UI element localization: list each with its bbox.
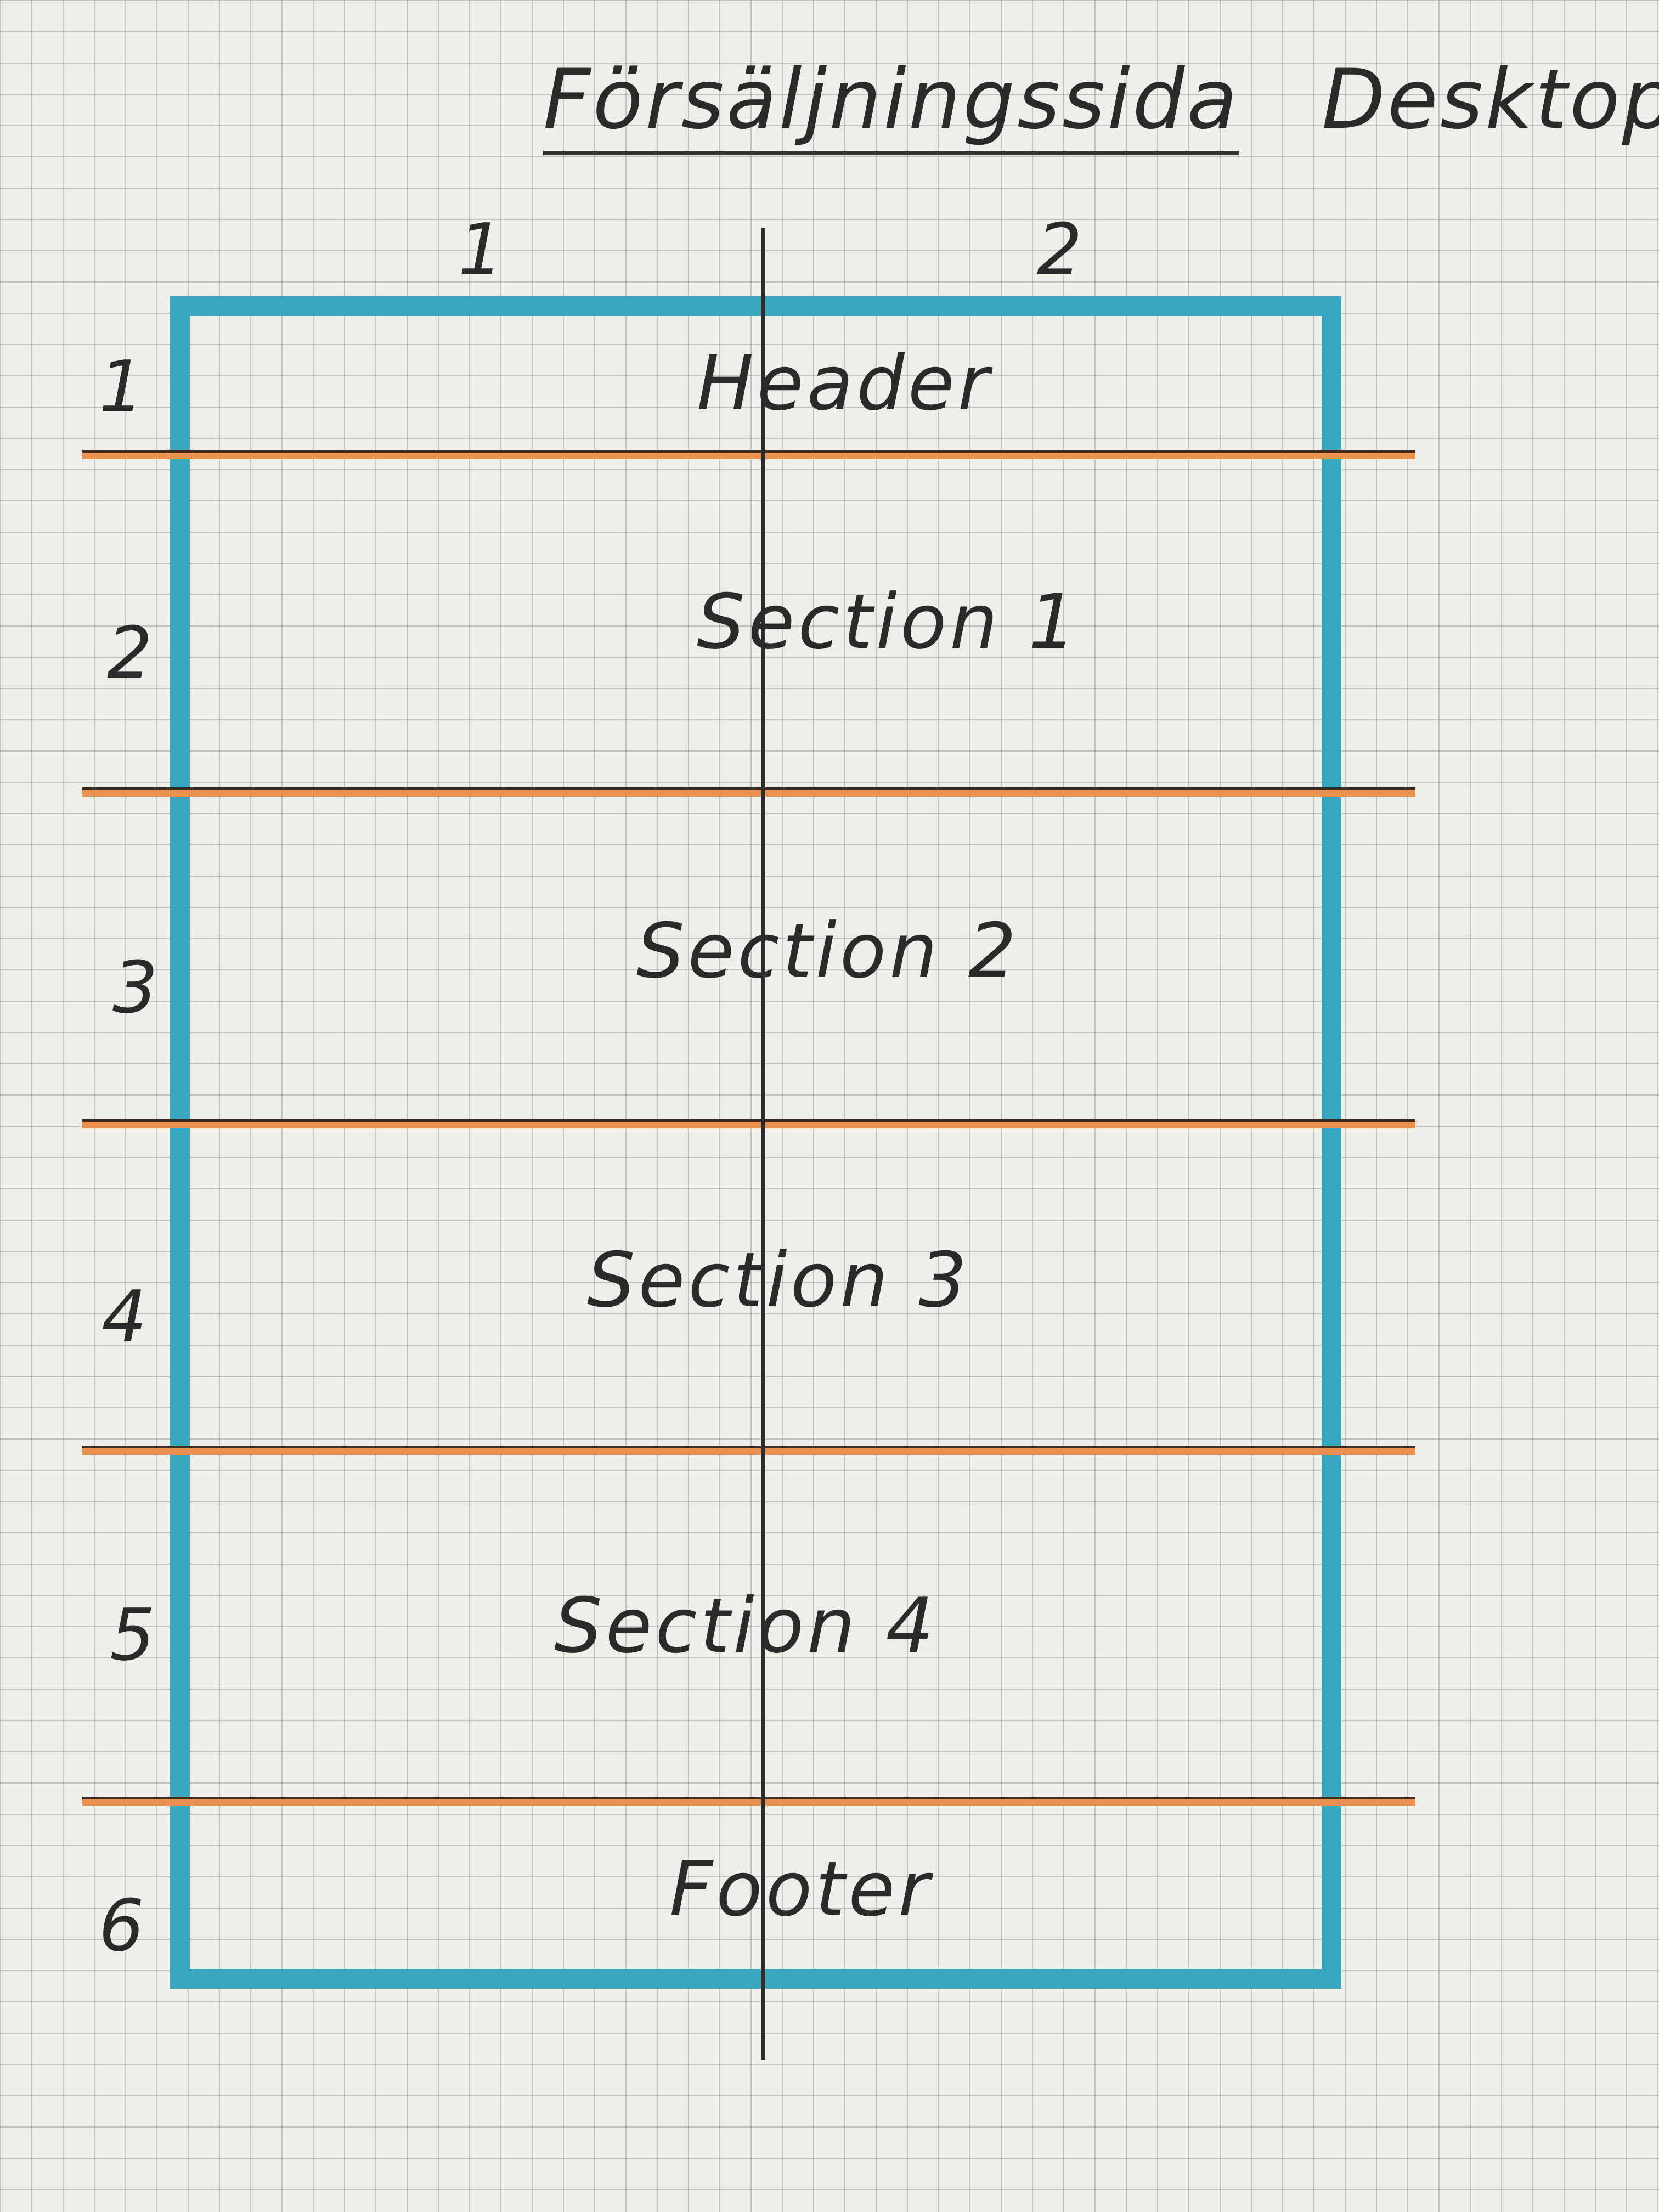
page-frame (170, 296, 1341, 1989)
section-4-label: Section 4 (554, 1582, 938, 1670)
row-number-5: 5 (110, 1593, 155, 1677)
divider-section4-footer (82, 1797, 1415, 1806)
row-number-1: 1 (99, 345, 144, 428)
divider-section2-section3 (82, 1119, 1415, 1128)
sketch-title: Försäljningssida Desktop (543, 52, 1659, 155)
divider-section3-section4 (82, 1446, 1415, 1455)
divider-section1-section2 (82, 787, 1415, 797)
column-number-2: 2 (1037, 208, 1082, 291)
row-number-3: 3 (112, 946, 158, 1029)
column-number-1: 1 (458, 208, 504, 291)
row-number-6: 6 (99, 1884, 144, 1967)
row-number-2: 2 (107, 611, 153, 695)
section-1-label: Section 1 (697, 578, 1080, 666)
title-main: Försäljningssida (543, 52, 1240, 155)
section-3-label: Section 3 (587, 1236, 970, 1324)
column-divider-line (761, 228, 765, 2060)
divider-header-section1 (82, 450, 1415, 459)
section-2-label: Section 2 (636, 907, 1020, 995)
header-label: Header (697, 339, 992, 427)
title-variant: Desktop (1322, 52, 1659, 148)
row-number-4: 4 (101, 1275, 147, 1358)
footer-label: Footer (669, 1845, 933, 1933)
